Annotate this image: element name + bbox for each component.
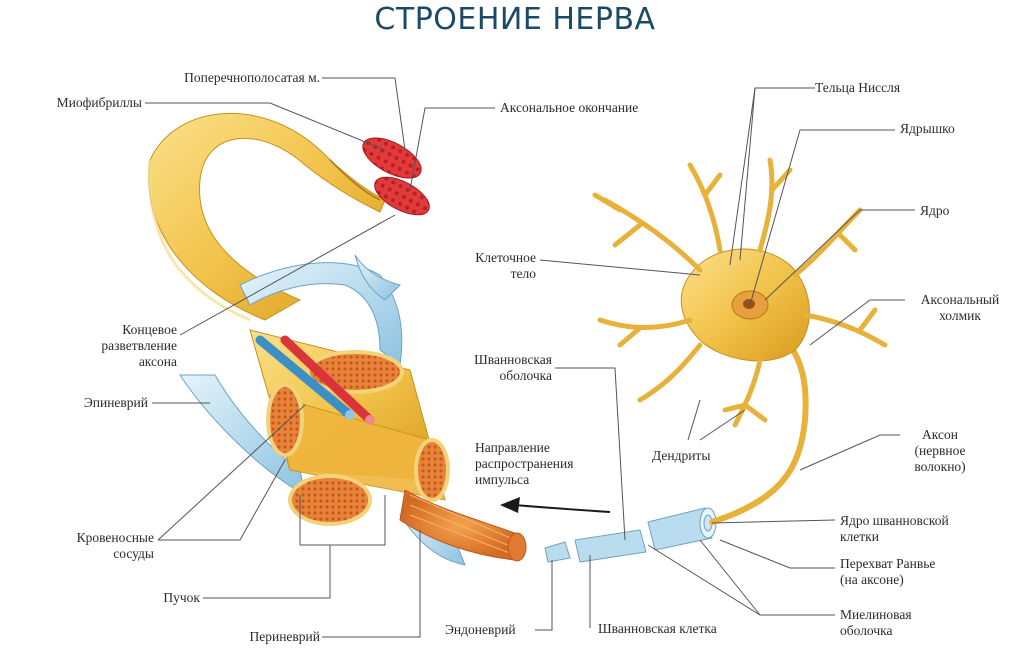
leader-lines [145, 77, 915, 638]
label-terminal-branching: Концевое разветвление аксона [101, 322, 177, 369]
label-blood-vessels: Кровеносные сосуды [76, 530, 154, 561]
label-perineurium: Периневрий [249, 629, 320, 644]
label-nucleus: Ядро [920, 203, 950, 218]
fiber-bundle [399, 489, 527, 562]
label-axon-terminal: Аксональное окончание [500, 100, 639, 115]
label-schwann-nucleus: Ядро шванновской клетки [840, 513, 949, 544]
label-fascicle: Пучок [163, 590, 200, 605]
label-epineurium: Эпиневрий [83, 395, 148, 410]
label-myofibrils: Миофибриллы [56, 95, 142, 110]
label-endoneurium: Эндоневрий [445, 622, 516, 637]
label-myelin-sheath: Миелиновая оболочка [840, 607, 912, 638]
label-axon: Аксон (нервное волокно) [914, 427, 966, 474]
label-node-of-ranvier: Перехват Ранвье (на аксоне) [840, 556, 936, 587]
myelin-segments [544, 507, 717, 563]
impulse-arrow [500, 497, 611, 513]
nerve-ribbon [148, 112, 386, 322]
label-schwann-cell: Шванновская клетка [598, 621, 717, 636]
blood-vessels [255, 335, 375, 425]
neuron [592, 157, 888, 428]
muscle-fibers [329, 137, 430, 216]
label-dendrites: Дендриты [652, 448, 711, 463]
label-impulse-direction: Направление распространения импульса [475, 440, 574, 487]
label-axon-hillock: Аксональный холмик [920, 292, 1000, 323]
label-striated-muscle: Поперечнополосатая м. [184, 70, 320, 85]
label-cell-body: Клеточное тело [475, 250, 536, 281]
label-schwann-sheath: Шванновская оболочка [474, 352, 552, 383]
axon [709, 342, 809, 525]
label-nissl-bodies: Тельца Нисcля [815, 80, 901, 95]
page-title: СТРОЕНИЕ НЕРВА [374, 2, 656, 37]
label-nucleolus: Ядрышко [900, 121, 955, 136]
